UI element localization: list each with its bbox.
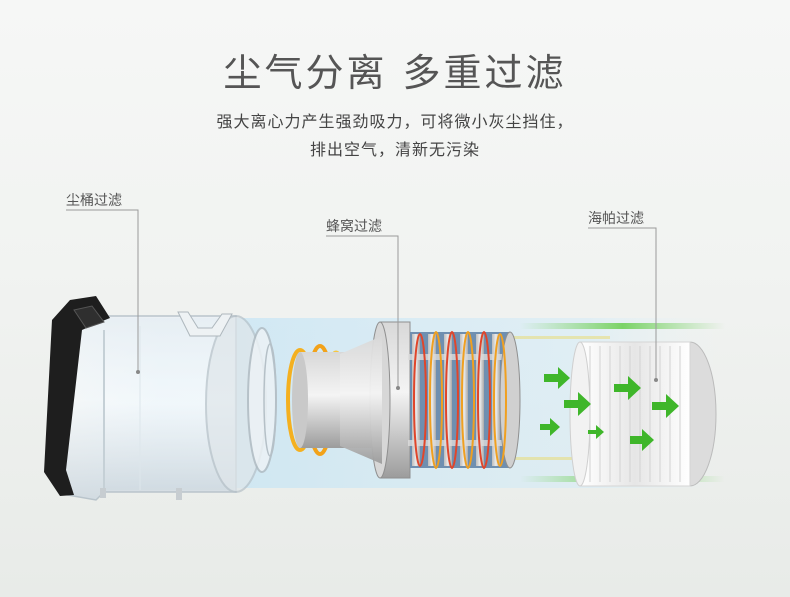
arrow-icon [630,429,654,451]
arrow-icon [614,376,641,400]
description-line-2: 排出空气，清新无污染 [309,140,480,159]
dust-bin [44,296,277,501]
arrow-icon [544,367,570,389]
arrow-icon [540,418,560,436]
green-glow-top [520,323,725,329]
callout-dust-bin-filter: 尘桶过滤 [66,193,122,209]
arrow-icon [588,425,604,439]
airflow-arrows [540,367,679,451]
description-line-1: 强大离心力产生强劲吸力，可将微小灰尘挡住， [216,112,574,131]
arrow-icon [564,392,591,416]
callout-lines [66,209,657,388]
hepa-filter [569,341,717,487]
honeycomb-filter [292,321,521,479]
arrow-icon [652,394,679,418]
callout-hepa-filter: 海帕过滤 [588,211,644,227]
headline: 尘气分离 多重过滤 [223,51,567,95]
callout-honeycomb-filter: 蜂窝过滤 [326,219,382,235]
